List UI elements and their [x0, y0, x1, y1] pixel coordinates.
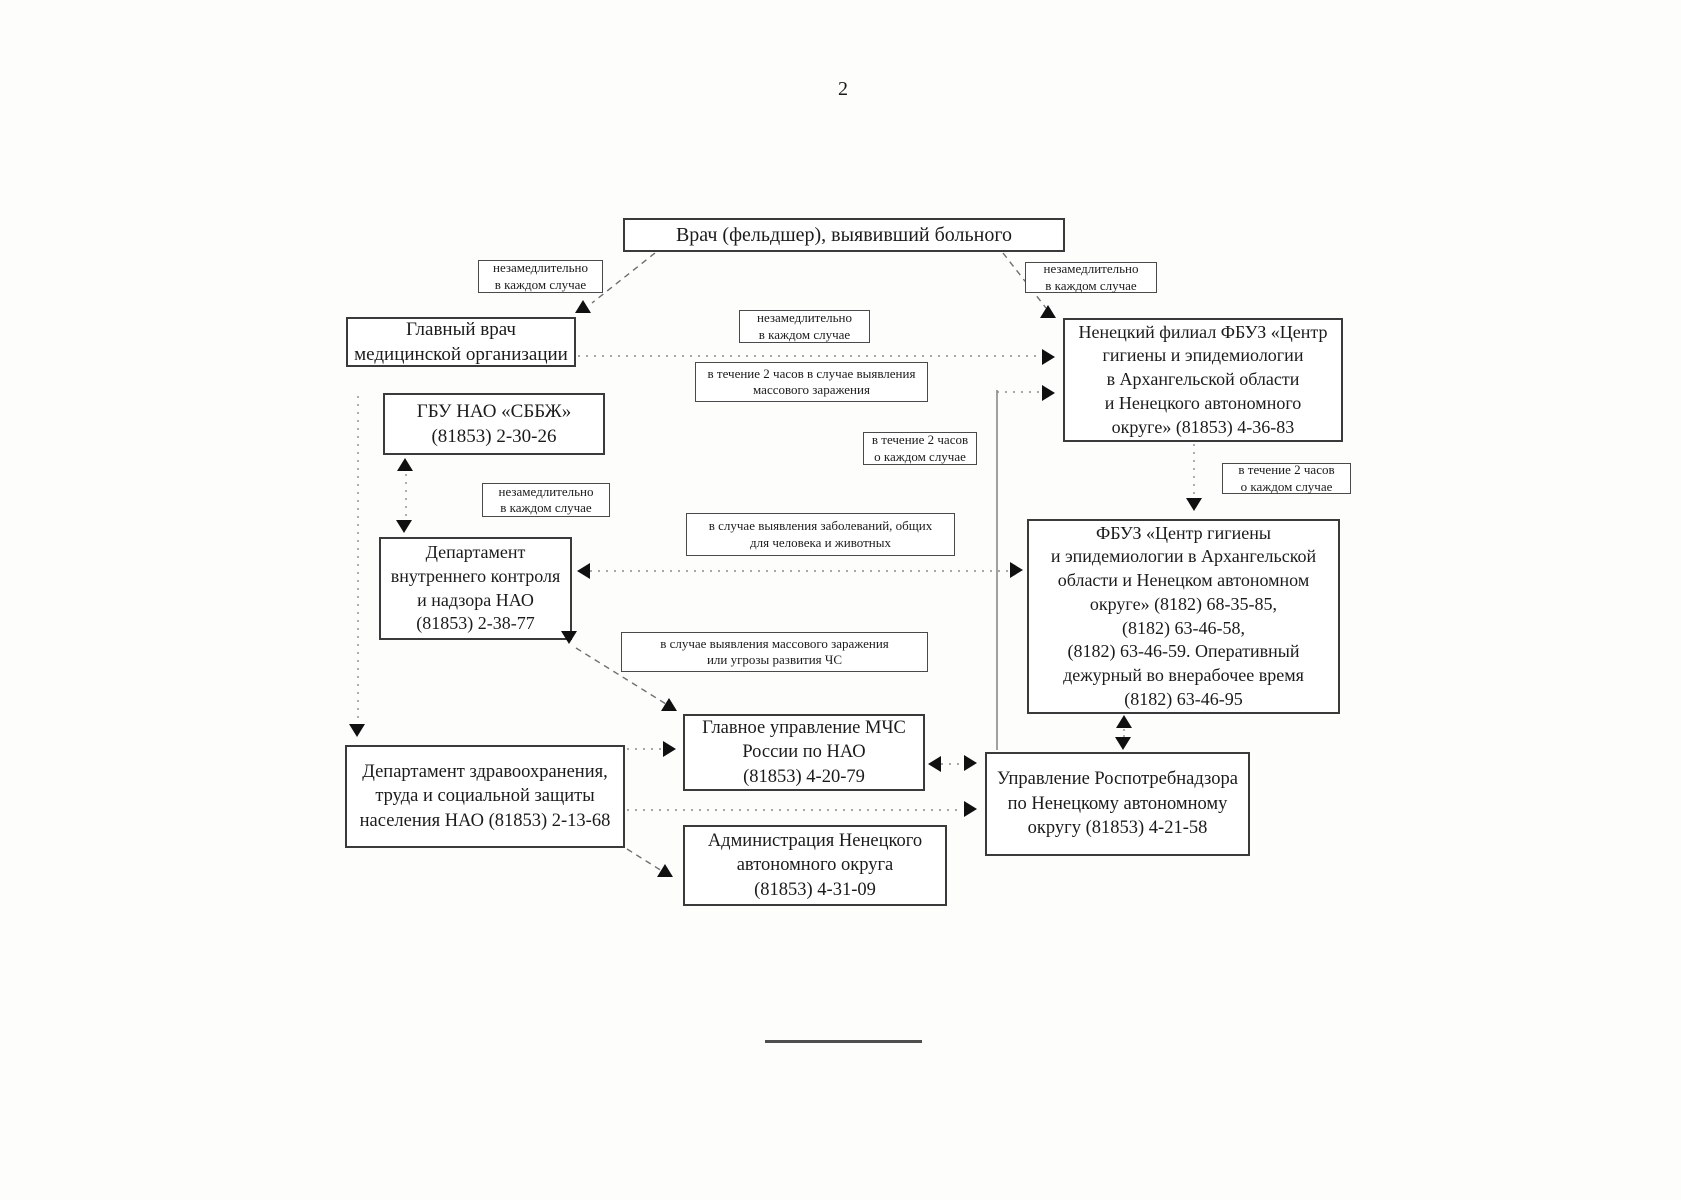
node-fbuz-center: ФБУЗ «Центр гигиены и эпидемиологии в Ар…: [1027, 519, 1340, 714]
node-nenets-branch: Ненецкий филиал ФБУЗ «Центр гигиены и эп…: [1063, 318, 1343, 442]
arrow-up-icon: [575, 300, 591, 313]
label-immediately-top-left: незамедлительно в каждом случае: [478, 260, 603, 293]
arrow-up-icon: [1116, 715, 1132, 728]
node-health-dept: Департамент здравоохранения, труда и соц…: [345, 745, 625, 848]
arrow-right-icon: [964, 755, 977, 771]
arrow-down-icon: [349, 724, 365, 737]
node-administration: Администрация Ненецкого автономного окру…: [683, 825, 947, 906]
label-within-2h-each-right: в течение 2 часов о каждом случае: [1222, 462, 1351, 494]
label-within-2h-mass: в течение 2 часов в случае выявления мас…: [695, 362, 928, 402]
arrow-right-icon: [964, 801, 977, 817]
arrow-left-icon: [928, 756, 941, 772]
arrow-up-icon: [1040, 305, 1056, 318]
arrow-left-icon: [577, 563, 590, 579]
label-immediately-top-right: незамедлительно в каждом случае: [1025, 261, 1157, 293]
label-within-2h-each-center: в течение 2 часов о каждом случае: [863, 432, 977, 465]
node-sbbzh: ГБУ НАО «СББЖ» (81853) 2-30-26: [383, 393, 605, 455]
node-internal-control: Департамент внутреннего контроля и надзо…: [379, 537, 572, 640]
node-mchs: Главное управление МЧС России по НАО (81…: [683, 714, 925, 791]
arrow-down-icon: [396, 520, 412, 533]
arrow-up-icon: [657, 864, 673, 877]
node-rospotrebnadzor: Управление Роспотребнадзора по Ненецкому…: [985, 752, 1250, 856]
node-chief-physician: Главный врач медицинской организации: [346, 317, 576, 367]
page-number: 2: [838, 78, 848, 100]
arrow-right-icon: [663, 741, 676, 757]
label-mass-or-emergency: в случае выявления массового заражения и…: [621, 632, 928, 672]
arrow-up-icon: [661, 698, 677, 711]
footnote-rule: [765, 1040, 922, 1043]
arrow-right-icon: [1042, 385, 1055, 401]
node-doctor: Врач (фельдшер), выявивший больного: [623, 218, 1065, 252]
arrow-down-icon: [561, 631, 577, 644]
arrow-down-icon: [1186, 498, 1202, 511]
arrow-up-icon: [397, 458, 413, 471]
label-immediately-mid-left: незамедлительно в каждом случае: [482, 483, 610, 517]
arrow-down-icon: [1115, 737, 1131, 750]
arrow-right-icon: [1010, 562, 1023, 578]
label-immediately-center: незамедлительно в каждом случае: [739, 310, 870, 343]
label-zoonotic-case: в случае выявления заболеваний, общих дл…: [686, 513, 955, 556]
arrow-right-icon: [1042, 349, 1055, 365]
